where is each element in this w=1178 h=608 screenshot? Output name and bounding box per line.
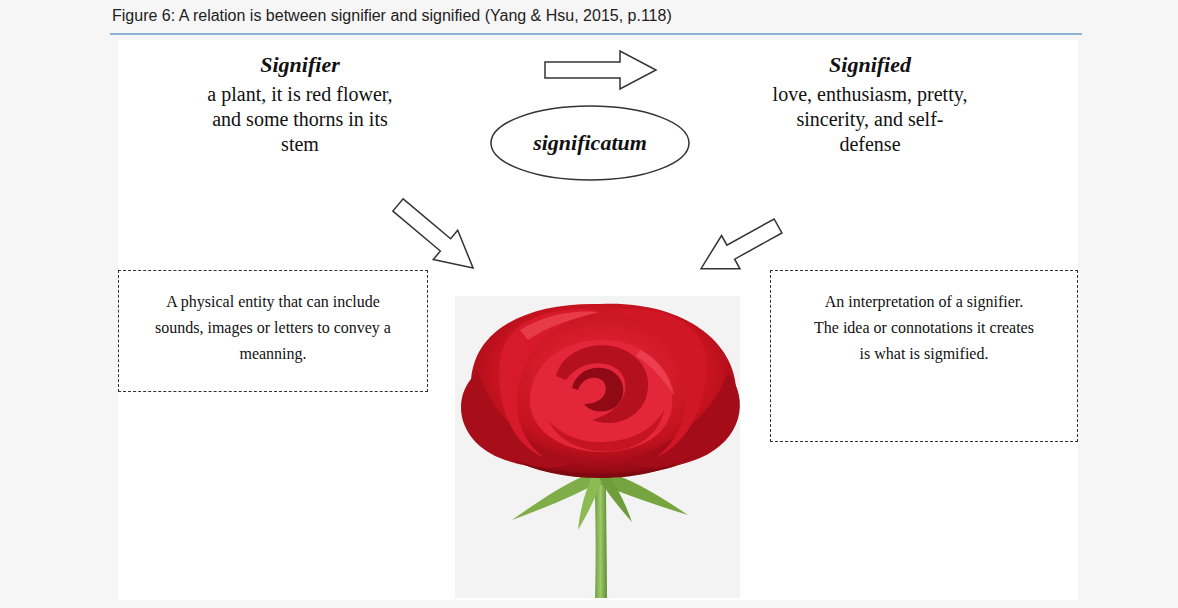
hollow-arrow — [545, 51, 656, 89]
term-heading: Signifier — [200, 52, 400, 78]
concept-ellipse: significatum — [490, 105, 690, 181]
definition-text: An interpretation of a signifier. The id… — [811, 289, 1037, 367]
definition-box: A physical entity that can include sound… — [118, 270, 428, 392]
definition-text: A physical entity that can include sound… — [141, 289, 405, 367]
title-rule — [110, 33, 1082, 35]
rose-illustration — [455, 296, 740, 598]
concept-label: significatum — [533, 130, 647, 156]
figure-title: Figure 6: A relation is between signifie… — [112, 7, 672, 25]
definition-box: An interpretation of a signifier. The id… — [770, 270, 1078, 442]
term-description: love, enthusiasm, pretty, sincerity, and… — [770, 82, 970, 157]
ellipse-outline — [491, 106, 689, 180]
term-description: a plant, it is red flower, and some thor… — [200, 82, 400, 157]
term-heading: Signified — [770, 52, 970, 78]
hollow-arrow — [386, 190, 485, 282]
